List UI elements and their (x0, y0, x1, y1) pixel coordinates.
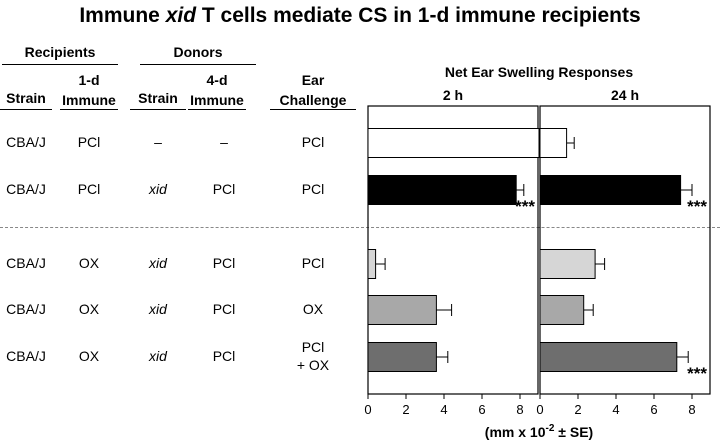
group-donors-rule (140, 64, 256, 65)
col-immune-recipient: 1-d Immune (60, 70, 118, 110)
col-immune-donor: 4-d Immune (188, 70, 246, 110)
cell-strain-r: CBA/J (6, 255, 46, 271)
x-axis-label: (mm x 10-2 ± SE) (485, 423, 593, 440)
x-tick-label: 6 (650, 402, 657, 417)
cell-immune-d: – (220, 134, 228, 150)
group-donors: Donors (173, 44, 223, 60)
panel-label: 24 h (611, 87, 639, 103)
header-rule-immune-d (188, 109, 246, 110)
col-strain-recipient: Strain (6, 90, 46, 106)
cell-challenge: OX (302, 301, 324, 317)
x-tick-label: 2 (402, 402, 409, 417)
cell-immune-r: OX (78, 301, 100, 317)
cell-strain-d: – (154, 134, 162, 150)
header-rule-immune-r (60, 109, 118, 110)
cell-immune-d: PCl (212, 181, 236, 197)
x-tick-label: 0 (536, 402, 543, 417)
cell-challenge: PCl (301, 339, 325, 355)
header-rule-strain-d (130, 109, 186, 110)
cell-strain-d: xid (149, 181, 167, 197)
x-tick-label: 4 (612, 402, 619, 417)
col-strain-donor: Strain (138, 90, 178, 106)
bar (539, 295, 585, 325)
cell-challenge: PCl (301, 181, 325, 197)
x-axis-label-part: (mm x 10 (485, 424, 546, 440)
cell-challenge: + OX (296, 357, 330, 373)
title-text: Immune (79, 4, 166, 27)
x-tick-label: 4 (440, 402, 447, 417)
header-rule-strain-r (0, 109, 52, 110)
cell-immune-d: PCl (212, 301, 236, 317)
cell-strain-r: CBA/J (6, 134, 46, 150)
col-immune-donor-line1: 4-d (206, 72, 228, 88)
x-axis-label-part: -2 (545, 423, 554, 434)
chart-title: Net Ear Swelling Responses (445, 64, 633, 80)
cell-immune-d: PCl (212, 348, 236, 364)
cell-immune-d: PCl (212, 255, 236, 271)
bar (539, 128, 568, 158)
x-tick-label: 0 (364, 402, 371, 417)
panel-label: 2 h (443, 87, 463, 103)
cell-strain-d: xid (149, 348, 167, 364)
group-divider (0, 227, 720, 228)
cell-immune-r: PCl (77, 181, 101, 197)
cell-immune-r: OX (78, 255, 100, 271)
bar (367, 128, 540, 158)
bar (367, 175, 517, 205)
cell-strain-d: xid (149, 255, 167, 271)
bar (539, 175, 682, 205)
bar (367, 249, 377, 279)
cell-strain-r: CBA/J (6, 348, 46, 364)
bar (539, 342, 678, 372)
x-tick-label: 6 (478, 402, 485, 417)
x-axis-label-part: ± SE) (554, 424, 593, 440)
col-ear-challenge-line1: Ear (301, 72, 325, 88)
col-immune-recipient-line2: Immune (62, 92, 116, 108)
cell-immune-r: OX (78, 348, 100, 364)
x-tick-label: 8 (516, 402, 523, 417)
cell-strain-d: xid (149, 301, 167, 317)
significance-label: *** (515, 197, 535, 216)
bar (539, 249, 596, 279)
bar (367, 295, 437, 325)
col-ear-challenge-line2: Challenge (279, 92, 347, 108)
x-tick-label: 2 (574, 402, 581, 417)
significance-label: *** (687, 197, 707, 216)
group-recipients-rule (2, 64, 118, 65)
cell-immune-r: PCl (77, 134, 101, 150)
cell-challenge: PCl (301, 255, 325, 271)
col-immune-donor-line2: Immune (190, 92, 244, 108)
header-rule-challenge (270, 109, 356, 110)
bar (367, 342, 437, 372)
col-immune-recipient-line1: 1-d (78, 72, 100, 88)
figure-title: Immune xid T cells mediate CS in 1-d imm… (0, 4, 720, 28)
x-tick-label: 8 (688, 402, 695, 417)
group-recipients: Recipients (24, 44, 96, 60)
cell-challenge: PCl (301, 134, 325, 150)
title-italic-text: xid (165, 4, 197, 27)
cell-strain-r: CBA/J (6, 181, 46, 197)
significance-label: *** (687, 364, 707, 383)
cell-strain-r: CBA/J (6, 301, 46, 317)
col-ear-challenge: Ear Challenge (268, 70, 358, 110)
title-text-end: T cells mediate CS in 1-d immune recipie… (196, 4, 641, 27)
